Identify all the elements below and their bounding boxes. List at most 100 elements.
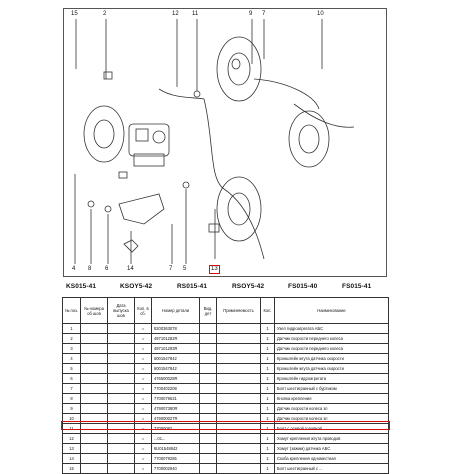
row-part-number: 7700079631 — [151, 393, 200, 404]
row-pos: 14 — [62, 453, 81, 464]
row-qty: 1 — [260, 383, 275, 394]
row-applicability — [216, 393, 261, 404]
row-qty-in-assembly: = — [134, 343, 152, 354]
row-applicability — [216, 373, 261, 384]
row-qty: 1 — [260, 423, 275, 434]
table-header-row: № поз. № номера об шов Дата выпуска шов … — [62, 297, 389, 324]
model-code: KS015-41 — [66, 283, 97, 290]
row-part-number: 7700079285 — [151, 453, 200, 464]
row-part-type — [199, 423, 217, 434]
row-qty-in-assembly: = — [134, 383, 152, 394]
row-description: Узел гидроагрегата АБС — [274, 323, 389, 334]
callout-bottom-8: 8 — [88, 266, 92, 272]
row-description: Датчик скорости колеса зп — [274, 413, 389, 424]
row-date — [107, 343, 135, 354]
row-description: Датчик скорости колеса зп — [274, 403, 389, 414]
row-description: Кронштейн гидроагрегата — [274, 373, 389, 384]
row-date — [107, 403, 135, 414]
row-pos: 7 — [62, 383, 81, 394]
row-qty: 1 — [260, 403, 275, 414]
header-part-type: Вид. дет — [199, 297, 217, 324]
row-qty-in-assembly: = — [134, 393, 152, 404]
row-applicability — [216, 323, 261, 334]
row-qty: 1 — [260, 463, 275, 474]
row-pos: 10 — [62, 413, 81, 424]
row-part-type — [199, 453, 217, 464]
row-change-number — [80, 343, 108, 354]
row-part-number: 7700002940 — [151, 463, 200, 474]
row-qty-in-assembly: = — [134, 403, 152, 414]
row-qty-in-assembly: = — [134, 423, 152, 434]
header-description: Наименование — [274, 297, 389, 324]
callout-top-7: 7 — [262, 11, 266, 17]
callout-top-10: 10 — [317, 11, 324, 17]
row-date — [107, 353, 135, 364]
row-qty-in-assembly: = — [134, 453, 152, 464]
row-change-number — [80, 453, 108, 464]
row-pos: 15 — [62, 463, 81, 474]
row-pos: 4 — [62, 353, 81, 364]
row-qty: 1 — [260, 413, 275, 424]
callout-bottom-13-highlighted: 13 — [209, 265, 220, 274]
callout-top-15: 15 — [71, 11, 78, 17]
row-qty-in-assembly: = — [134, 323, 152, 334]
row-part-type — [199, 443, 217, 454]
model-code: RS015-41 — [177, 283, 208, 290]
row-part-number: 6001547842 — [151, 353, 200, 364]
header-applicability: Применяемость — [216, 297, 261, 324]
row-part-type — [199, 343, 217, 354]
callout-bottom-5: 5 — [183, 266, 187, 272]
row-qty: 1 — [260, 373, 275, 384]
row-qty-in-assembly: = — [134, 333, 152, 344]
row-qty: 1 — [260, 453, 275, 464]
row-change-number — [80, 393, 108, 404]
row-part-type — [199, 353, 217, 364]
row-qty: 1 — [260, 393, 275, 404]
model-code: FS015-41 — [342, 283, 372, 290]
row-date — [107, 443, 135, 454]
header-change-number: № номера об шов — [80, 297, 108, 324]
row-date — [107, 423, 135, 434]
header-pos: № поз. — [62, 297, 81, 324]
header-qty: Кол. — [260, 297, 275, 324]
row-applicability — [216, 413, 261, 424]
row-date — [107, 373, 135, 384]
row-applicability — [216, 353, 261, 364]
row-description: Болт шестигранный с буртиком — [274, 383, 389, 394]
row-description: Хомут крепления жгута проводов — [274, 433, 389, 444]
row-part-number: 8200363078 — [151, 323, 200, 334]
model-code: RSOY5-42 — [232, 283, 265, 290]
row-pos: 11 — [62, 423, 81, 434]
callout-bottom-7: 7 — [169, 266, 173, 272]
row-pos: 13 — [62, 443, 81, 454]
row-part-type — [199, 383, 217, 394]
callout-bottom-6: 6 — [105, 266, 109, 272]
row-qty-in-assembly: = — [134, 363, 152, 374]
model-codes-row: KS015-41 KSOY5-42 RS015-41 RSOY5-42 FS01… — [62, 283, 388, 295]
row-part-type — [199, 373, 217, 384]
callout-bottom-14: 14 — [127, 266, 134, 272]
model-code: FS015-40 — [288, 283, 318, 290]
row-qty-in-assembly: = — [134, 463, 152, 474]
row-date — [107, 383, 135, 394]
row-pos: 9 — [62, 403, 81, 414]
row-part-type — [199, 463, 217, 474]
row-part-number: 6U01548842 — [151, 443, 200, 454]
row-date — [107, 323, 135, 334]
header-qty-in-assembly: Кол. в сб. — [134, 297, 152, 324]
